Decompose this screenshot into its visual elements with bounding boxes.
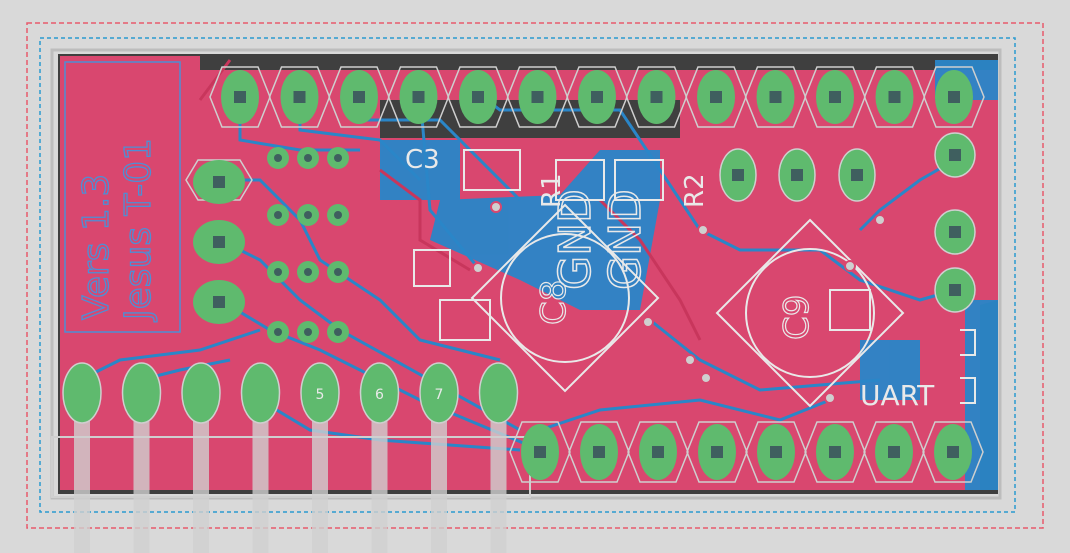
top-header-pad[interactable]: [863, 66, 926, 128]
left-bottom-header-pad[interactable]: [478, 362, 519, 553]
left-bottom-header-pad[interactable]: [240, 362, 281, 553]
keepout-outline-blue: [39, 37, 1016, 513]
left-bottom-header-pad[interactable]: 7: [419, 362, 459, 553]
left-connector[interactable]: [185, 159, 253, 324]
pin-label: 6: [375, 387, 384, 403]
top-header-pad[interactable]: [209, 66, 271, 128]
author-text: Jesus T-01: [118, 138, 159, 322]
top-header-pad[interactable]: [268, 66, 331, 128]
icsp-holes: [274, 154, 342, 336]
top-header-pad[interactable]: [685, 66, 747, 128]
top-header-pad[interactable]: [506, 66, 569, 128]
bottom-header[interactable]: [509, 421, 984, 483]
keepout-outline-red: [26, 22, 1044, 529]
second-row-pads[interactable]: [719, 148, 876, 202]
c3-label: C3: [405, 145, 440, 175]
pin-label: 7: [435, 387, 444, 403]
top-header-pad[interactable]: [328, 66, 390, 128]
left-bottom-header-pad[interactable]: [62, 362, 102, 553]
c8-label: C8: [534, 280, 574, 325]
bottom-header-pad[interactable]: [568, 421, 630, 483]
left-bottom-header-pad[interactable]: 6: [359, 362, 400, 553]
top-header-pad[interactable]: [387, 66, 450, 128]
silkscreen: [64, 61, 976, 408]
bottom-header-pins: [509, 421, 984, 483]
r2-label: R2: [680, 173, 710, 208]
bottom-header-pad[interactable]: [863, 421, 925, 483]
bottom-header-pad[interactable]: [509, 421, 571, 483]
top-header-pins: [209, 66, 985, 128]
left-bottom-header-pins: 5 6 7: [51, 362, 531, 553]
vias: [472, 201, 886, 404]
bottom-header-pad[interactable]: [804, 421, 866, 483]
left-bottom-header-pad[interactable]: [121, 362, 162, 553]
c9-label: C9: [777, 295, 817, 340]
left-bottom-header-pad[interactable]: [181, 362, 221, 553]
bottom-header-pad[interactable]: [922, 421, 984, 483]
uart-label: UART: [860, 379, 935, 412]
top-header-pad[interactable]: [804, 66, 866, 128]
top-header[interactable]: [209, 66, 985, 128]
gnd-label-1: GND: [550, 189, 601, 290]
right-header[interactable]: [934, 132, 976, 313]
pin-label: 5: [316, 387, 325, 403]
top-header-pad[interactable]: [447, 66, 509, 128]
r1-label: R1: [537, 173, 567, 208]
top-header-pad[interactable]: [625, 66, 688, 128]
top-header-pad[interactable]: [566, 66, 628, 128]
left-bottom-header-pad[interactable]: 5: [300, 362, 340, 553]
bottom-header-pad[interactable]: [745, 421, 807, 483]
left-bottom-header[interactable]: 5 6 7: [51, 362, 531, 553]
bottom-header-pad[interactable]: [686, 421, 748, 483]
bottom-header-pad[interactable]: [627, 421, 689, 483]
gnd-label-2: GND: [600, 189, 651, 290]
top-header-pad[interactable]: [923, 66, 985, 128]
version-text: Vers 1.3: [76, 174, 117, 320]
top-header-pad[interactable]: [744, 66, 807, 128]
